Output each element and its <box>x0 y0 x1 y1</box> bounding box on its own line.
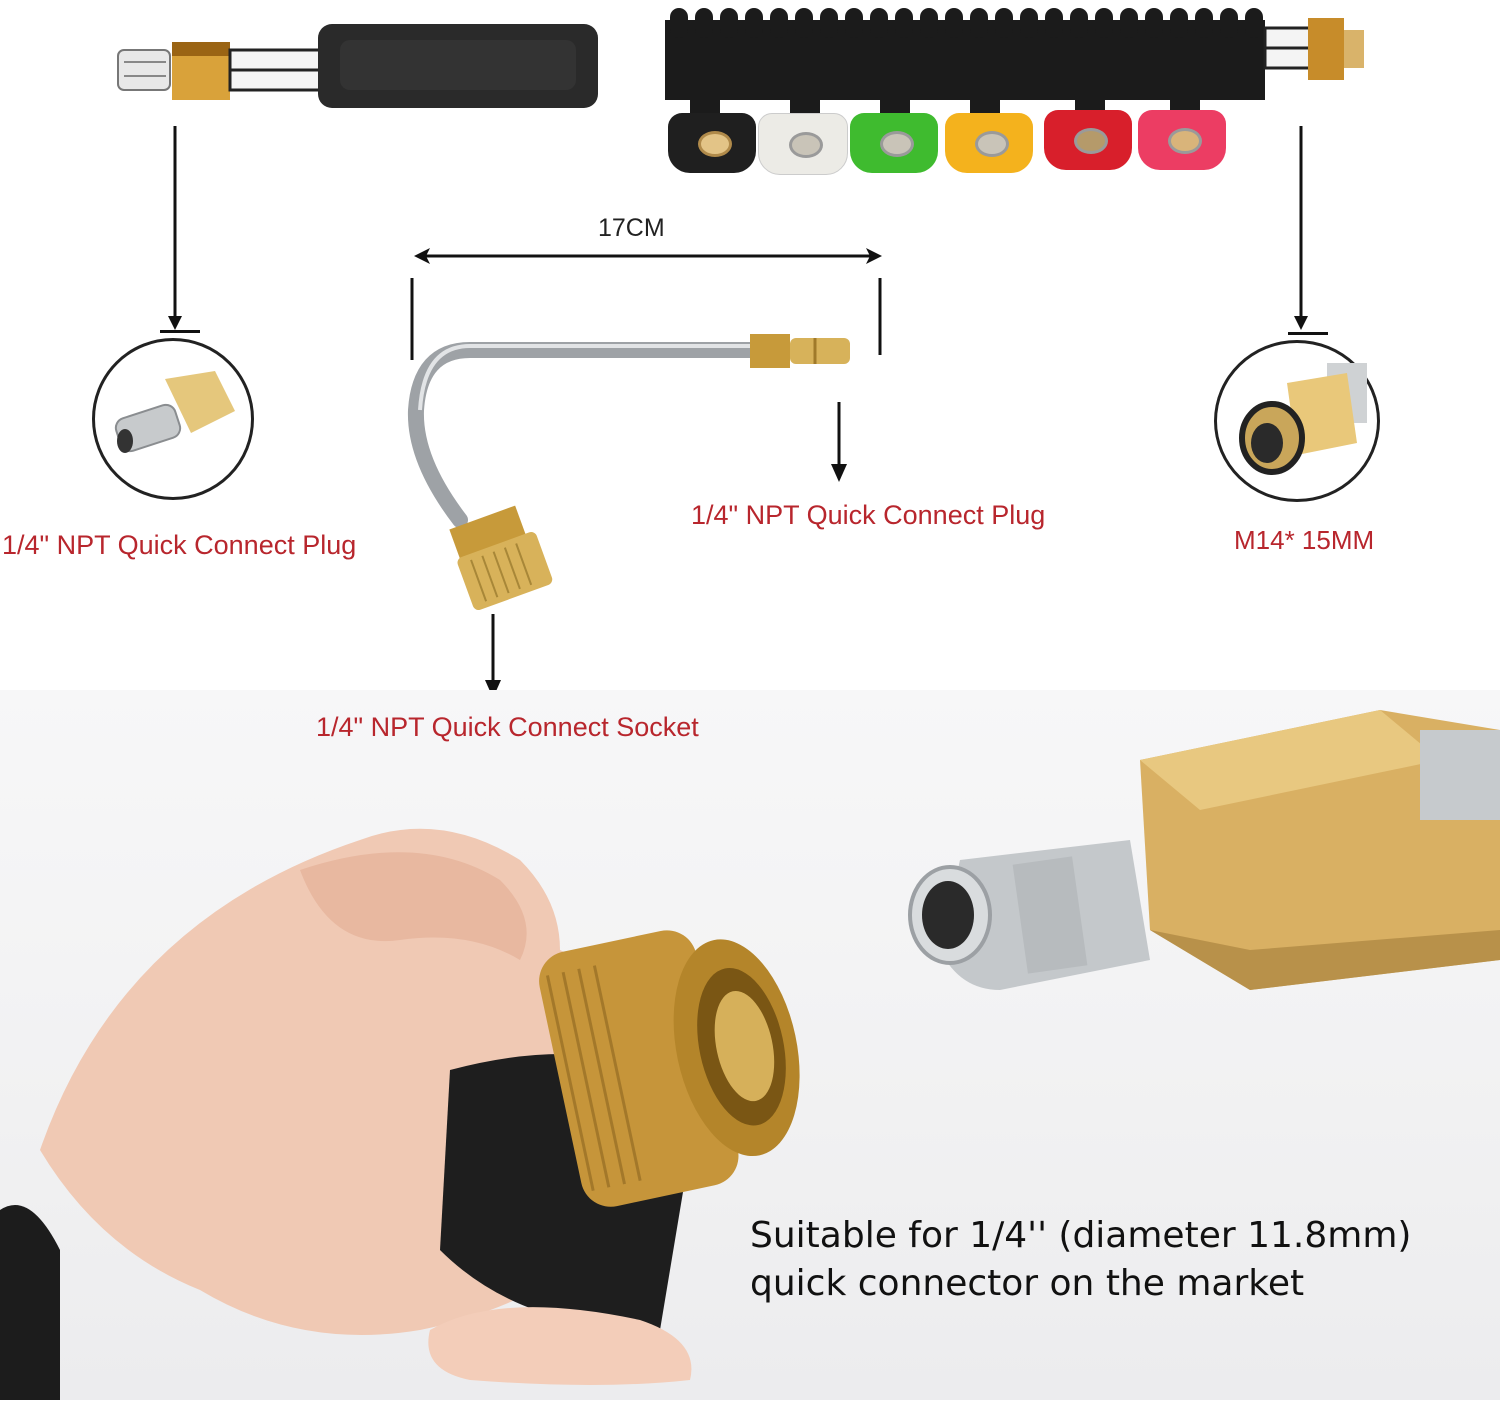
quick-plug-icon <box>114 371 235 453</box>
nozzle-orifice-icon <box>1074 128 1108 154</box>
label-right-plug: 1/4" NPT Quick Connect Plug <box>691 500 1046 530</box>
nozzle-orifice-icon <box>1168 128 1202 154</box>
nozzle-black <box>668 113 756 173</box>
arrow-down-icon <box>831 402 847 482</box>
product-photo <box>0 690 1500 1400</box>
dimension-arrow-icon <box>410 248 882 360</box>
nozzle-orifice-icon <box>789 132 823 158</box>
detail-circle-plug <box>92 338 254 500</box>
hand-holding-coupler-icon <box>0 710 1500 1400</box>
product-caption: Suitable for 1/4'' (diameter 11.8mm) qui… <box>750 1212 1411 1308</box>
arrow-down-icon <box>168 126 182 330</box>
circle-bar <box>160 330 200 333</box>
nozzle-red <box>1044 110 1132 170</box>
caption-line-1: Suitable for 1/4'' (diameter 11.8mm) <box>750 1215 1412 1256</box>
nozzle-orifice-icon <box>880 131 914 157</box>
arrow-down-icon <box>1294 126 1308 330</box>
label-left-plug: 1/4" NPT Quick Connect Plug <box>2 530 357 560</box>
arrow-down-icon <box>485 614 501 698</box>
circle-bar <box>1288 332 1328 335</box>
label-thread-size: M14* 15MM <box>1234 525 1375 555</box>
angled-extension-icon <box>407 334 850 610</box>
dimension-label: 17CM <box>598 214 665 242</box>
label-socket: 1/4" NPT Quick Connect Socket <box>316 712 699 742</box>
pressure-washer-wand <box>110 0 1370 180</box>
nozzle-yellow <box>945 113 1033 173</box>
nozzle-orifice-icon <box>975 131 1009 157</box>
wand-illustration-icon <box>117 8 1364 125</box>
nozzle-orifice-icon <box>698 131 732 157</box>
nozzle-green <box>850 113 938 173</box>
caption-line-2: quick connector on the market <box>750 1263 1305 1304</box>
m14-thread-icon <box>1239 363 1367 475</box>
nozzle-pink <box>1138 110 1226 170</box>
detail-circle-thread <box>1214 340 1380 502</box>
nozzle-white <box>758 113 848 175</box>
